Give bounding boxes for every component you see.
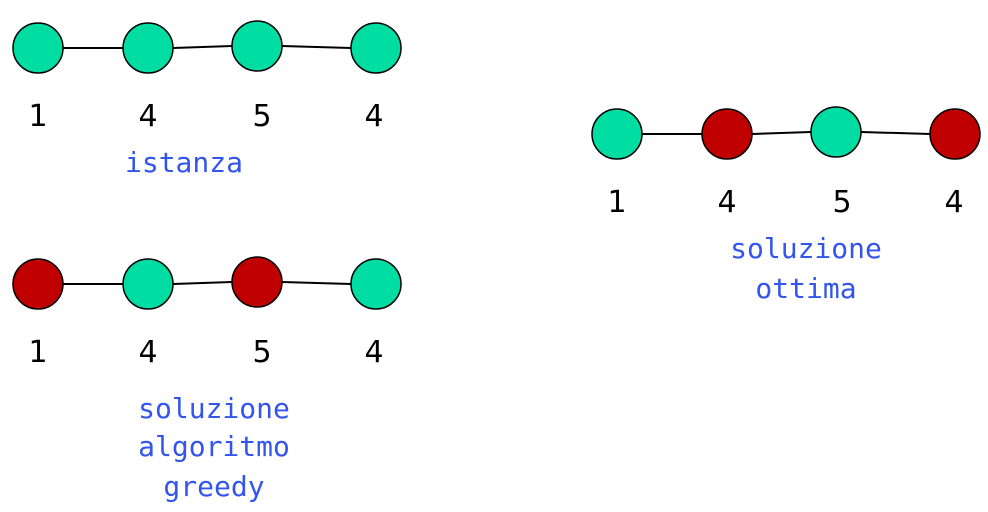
node-weight-label: 4 (364, 99, 383, 134)
selected-node (231, 256, 283, 308)
unselected-node (591, 108, 643, 160)
graph-edge (281, 45, 352, 49)
node-weight-label: 1 (28, 99, 47, 134)
node-weight-label: 5 (832, 185, 851, 220)
unselected-node (12, 22, 64, 74)
graph-edge (751, 131, 812, 135)
unselected-node (122, 258, 174, 310)
unselected-node (350, 258, 402, 310)
unselected-node (231, 20, 283, 72)
caption-greedy: soluzione (138, 392, 290, 425)
graph-edge (172, 281, 233, 285)
unselected-node (122, 22, 174, 74)
graph-edge (860, 131, 931, 135)
node-weight-label: 4 (138, 335, 157, 370)
graph-greedy: 1 4 5 4 soluzione algoritmo greedy (12, 256, 402, 503)
node-weight-label: 5 (252, 335, 271, 370)
node-weight-label: 1 (607, 185, 626, 220)
selected-node (12, 258, 64, 310)
caption-ottima: ottima (755, 272, 856, 305)
node-weight-label: 4 (717, 185, 736, 220)
selected-node (701, 108, 753, 160)
graph-edge (281, 281, 352, 285)
graph-edge (172, 45, 233, 49)
graph-ottima: 1 4 5 4 soluzione ottima (591, 106, 981, 305)
caption-ottima: soluzione (730, 232, 882, 265)
unselected-node (810, 106, 862, 158)
node-weight-label: 4 (364, 335, 383, 370)
node-weight-label: 4 (138, 99, 157, 134)
unselected-node (350, 22, 402, 74)
caption-greedy: greedy (163, 470, 264, 503)
node-weight-label: 1 (28, 335, 47, 370)
caption-greedy: algoritmo (138, 430, 290, 463)
selected-node (929, 108, 981, 160)
graph-istanza: 1 4 5 4 istanza (12, 20, 402, 179)
caption-istanza: istanza (125, 146, 243, 179)
node-weight-label: 5 (252, 99, 271, 134)
node-weight-label: 4 (944, 185, 963, 220)
